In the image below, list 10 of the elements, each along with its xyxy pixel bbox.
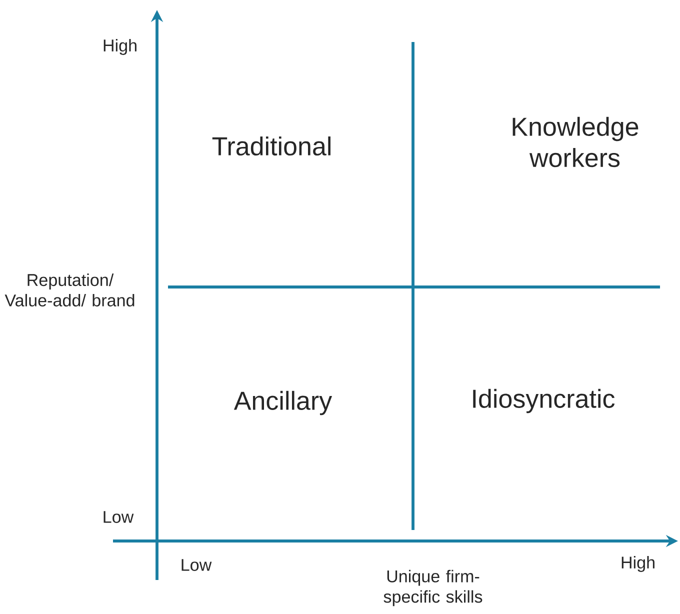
quadrant-label: Ancillary [234,390,332,416]
tick-label: High [104,39,136,55]
axis-label: Unique firm-specific skills [384,570,482,606]
axis-label: Reputation/ Value-add/ brand [4,274,134,306]
tick-label: High [622,556,654,572]
tick-label: Low [104,511,134,523]
quadrant-label: Knowledge workers [512,116,638,168]
quadrant-label: Idiosyncratic [473,388,615,414]
quadrant-label: Traditional [212,136,330,156]
tick-label: Low [182,559,212,571]
